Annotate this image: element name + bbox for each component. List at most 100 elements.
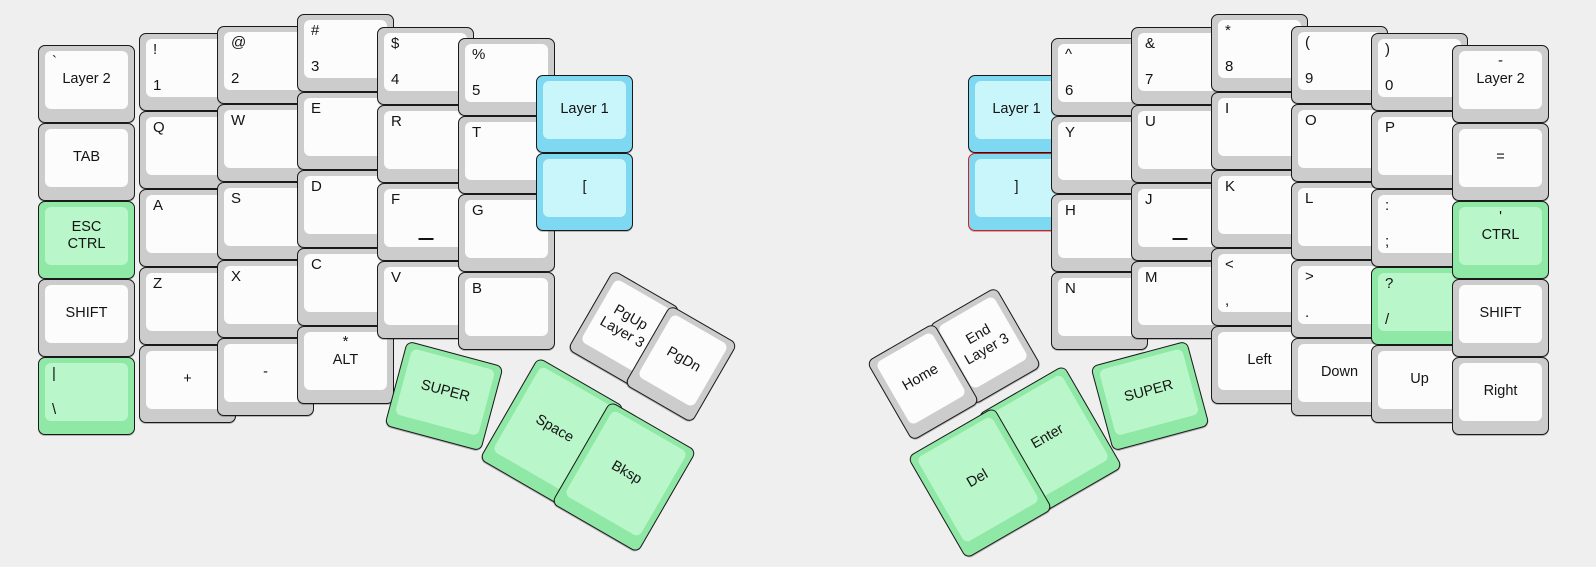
- keycap-surface: 'CTRL: [1459, 207, 1542, 265]
- key-legend-upper: :: [1385, 197, 1390, 214]
- key-legend-lower: 3: [311, 58, 320, 75]
- key-legend-upper: G: [472, 202, 484, 219]
- key-R-c6-r3[interactable]: SHIFT: [1452, 279, 1549, 357]
- keycap-surface: Down: [1298, 344, 1381, 402]
- key-R-c6-r1[interactable]: =: [1452, 123, 1549, 201]
- key-legend-upper: `: [52, 53, 57, 70]
- key-legend-center: SHIFT: [65, 305, 108, 322]
- keycap-surface: Layer 1: [543, 81, 626, 139]
- key-legend-center: [: [582, 179, 587, 196]
- key-L-c0-r2[interactable]: ESC CTRL: [38, 201, 135, 279]
- keycap-surface: F: [384, 189, 467, 247]
- key-legend-upper: X: [231, 268, 242, 285]
- keycap-surface: Up: [1378, 351, 1461, 409]
- key-R-c5-r3[interactable]: ?/: [1371, 267, 1468, 345]
- keycap-surface: S: [224, 188, 307, 246]
- key-L-c5-r2[interactable]: G: [458, 194, 555, 272]
- key-legend-upper: <: [1225, 256, 1234, 273]
- key-legend-lower: 0: [1385, 77, 1394, 94]
- key-legend-upper: K: [1225, 178, 1236, 195]
- key-legend-upper: N: [1065, 280, 1076, 297]
- key-legend-lower: 9: [1305, 70, 1314, 87]
- keycap-surface: SUPER: [1098, 348, 1200, 437]
- keycap-surface: &7: [1138, 33, 1221, 91]
- key-legend-center: Layer 1: [560, 101, 609, 118]
- key-legend-upper: Z: [153, 275, 163, 292]
- keycap-surface: J: [1138, 189, 1221, 247]
- key-R-c0-r1[interactable]: ]: [968, 153, 1065, 231]
- keycap-surface: TAB: [45, 129, 128, 187]
- keycap-surface: +: [146, 351, 229, 409]
- key-legend-lower: ;: [1385, 233, 1390, 250]
- key-legend-center: Layer 2: [1476, 71, 1525, 88]
- key-legend-upper: #: [311, 22, 320, 39]
- key-legend-center: SUPER: [1122, 377, 1175, 406]
- keycap-surface: B: [465, 278, 548, 336]
- key-R-c1-r1[interactable]: Y: [1051, 116, 1148, 194]
- keycap-surface: @2: [224, 32, 307, 90]
- key-L-c4-r3[interactable]: V: [377, 261, 474, 339]
- key-R-c4-r0[interactable]: (9: [1291, 26, 1388, 104]
- keycap-surface: #3: [304, 20, 387, 78]
- keycap-surface: =: [1459, 129, 1542, 187]
- key-legend-upper: C: [311, 256, 322, 273]
- key-R-c6-r2[interactable]: 'CTRL: [1452, 201, 1549, 279]
- key-legend-lower: 1: [153, 77, 162, 94]
- homing-bar-indicator: [418, 238, 433, 240]
- key-L-c2-r1[interactable]: W: [217, 104, 314, 182]
- keycap-surface: *8: [1218, 20, 1301, 78]
- key-L-c3-r4[interactable]: *ALT: [297, 326, 394, 404]
- key-L-c5-r0[interactable]: %5: [458, 38, 555, 116]
- keycap-surface: - Layer 2: [1459, 51, 1542, 109]
- key-R-c5-r4[interactable]: Up: [1371, 345, 1468, 423]
- keycap-surface: SUPER: [394, 348, 496, 437]
- keycap-surface: Right: [1459, 363, 1542, 421]
- key-legend-upper: O: [1305, 112, 1317, 129]
- key-L-c4-r1[interactable]: R: [377, 105, 474, 183]
- key-legend-center: Home: [899, 361, 942, 395]
- key-legend-center: -: [263, 364, 268, 381]
- key-legend-center: CTRL: [1481, 227, 1520, 244]
- key-L-c0-r1[interactable]: TAB: [38, 123, 135, 201]
- key-L-c5-r3[interactable]: B: [458, 272, 555, 350]
- key-legend-upper: Y: [1065, 124, 1076, 141]
- key-legend-upper: (: [1305, 34, 1310, 51]
- key-legend-upper: P: [1385, 119, 1396, 136]
- keycap-surface: K: [1218, 176, 1301, 234]
- keycap-surface: N: [1058, 278, 1141, 336]
- key-legend-lower: 6: [1065, 82, 1074, 99]
- key-legend-upper: H: [1065, 202, 1076, 219]
- keycap-surface: $4: [384, 33, 467, 91]
- key-legend-lower: ,: [1225, 292, 1230, 309]
- key-R-c0-r0[interactable]: Layer 1: [968, 75, 1065, 153]
- keycap-surface: M: [1138, 267, 1221, 325]
- keycap-surface: O: [1298, 110, 1381, 168]
- key-legend-center: Del: [964, 466, 992, 492]
- keycap-surface: :;: [1378, 195, 1461, 253]
- key-L-c0-r4[interactable]: |\: [38, 357, 135, 435]
- key-legend-upper: >: [1305, 268, 1314, 285]
- key-R-c5-r1[interactable]: P: [1371, 111, 1468, 189]
- keycap-surface: G: [465, 200, 548, 258]
- key-L-c0-r3[interactable]: SHIFT: [38, 279, 135, 357]
- key-R-c6-r0[interactable]: - Layer 2: [1452, 45, 1549, 123]
- key-R-c5-r0[interactable]: )0: [1371, 33, 1468, 111]
- key-L-c4-r2[interactable]: F: [377, 183, 474, 261]
- keycap-surface: !1: [146, 39, 229, 97]
- keycap-surface: V: [384, 267, 467, 325]
- key-L-c0-r0[interactable]: `Layer 2: [38, 45, 135, 123]
- key-L-c1-r4[interactable]: +: [139, 345, 236, 423]
- key-R-c5-r2[interactable]: :;: [1371, 189, 1468, 267]
- key-L-c4-r0[interactable]: $4: [377, 27, 474, 105]
- key-legend-upper: @: [231, 34, 247, 51]
- key-legend-top: -: [1498, 52, 1503, 69]
- keycap-surface: R: [384, 111, 467, 169]
- key-legend-upper: F: [391, 191, 401, 208]
- key-R-c6-r4[interactable]: Right: [1452, 357, 1549, 435]
- key-L-c6-r1[interactable]: [: [536, 153, 633, 231]
- homing-bar-indicator: [1172, 238, 1187, 240]
- key-L-c6-r0[interactable]: Layer 1: [536, 75, 633, 153]
- keycap-surface: <,: [1218, 254, 1301, 312]
